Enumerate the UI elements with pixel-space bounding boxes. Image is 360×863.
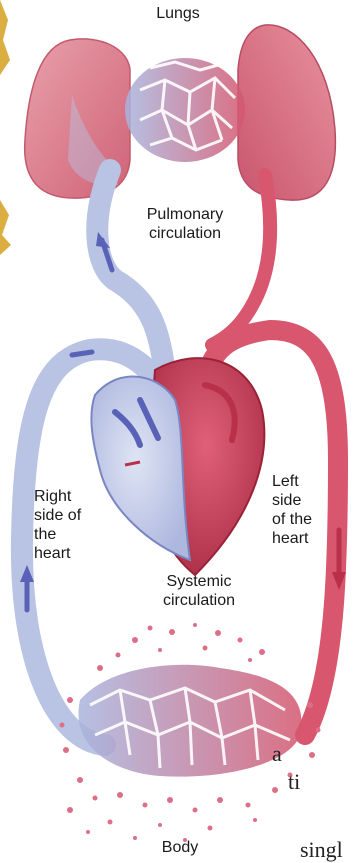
right-heart-label-line3: the	[34, 525, 81, 544]
pulmonary-label-line1: Pulmonary	[147, 205, 223, 224]
right-side-heart-label: Right side of the heart	[34, 487, 81, 563]
body-capillaries	[78, 665, 301, 777]
left-heart-label-line4: heart	[272, 529, 312, 548]
right-heart-label-line4: heart	[34, 544, 81, 563]
systemic-label-line2: circulation	[163, 591, 235, 610]
right-lung	[238, 25, 335, 200]
right-heart-label-line2: side of	[34, 506, 81, 525]
pulmonary-circulation-label: Pulmonary circulation	[147, 205, 223, 243]
pulmonary-label-line2: circulation	[147, 224, 223, 243]
lungs-label: Lungs	[156, 4, 200, 23]
systemic-label-line1: Systemic	[163, 572, 235, 591]
right-heart-label-line1: Right	[34, 487, 81, 506]
text-fragment-1: a	[272, 742, 282, 766]
text-fragment-2: ti	[288, 770, 300, 794]
pulmonary-vein	[212, 175, 270, 345]
left-heart-label-line2: side	[272, 491, 312, 510]
left-heart-label-line3: of the	[272, 510, 312, 529]
systemic-circulation-label: Systemic circulation	[163, 572, 235, 610]
left-side-heart-label: Left side of the heart	[272, 472, 312, 548]
pulmonary-capillaries	[125, 58, 245, 162]
edge-decoration	[0, 0, 11, 255]
heart	[91, 358, 264, 575]
body-label: Body	[162, 838, 198, 857]
text-fragment-3: singl	[300, 838, 343, 862]
left-heart-label-line1: Left	[272, 472, 312, 491]
